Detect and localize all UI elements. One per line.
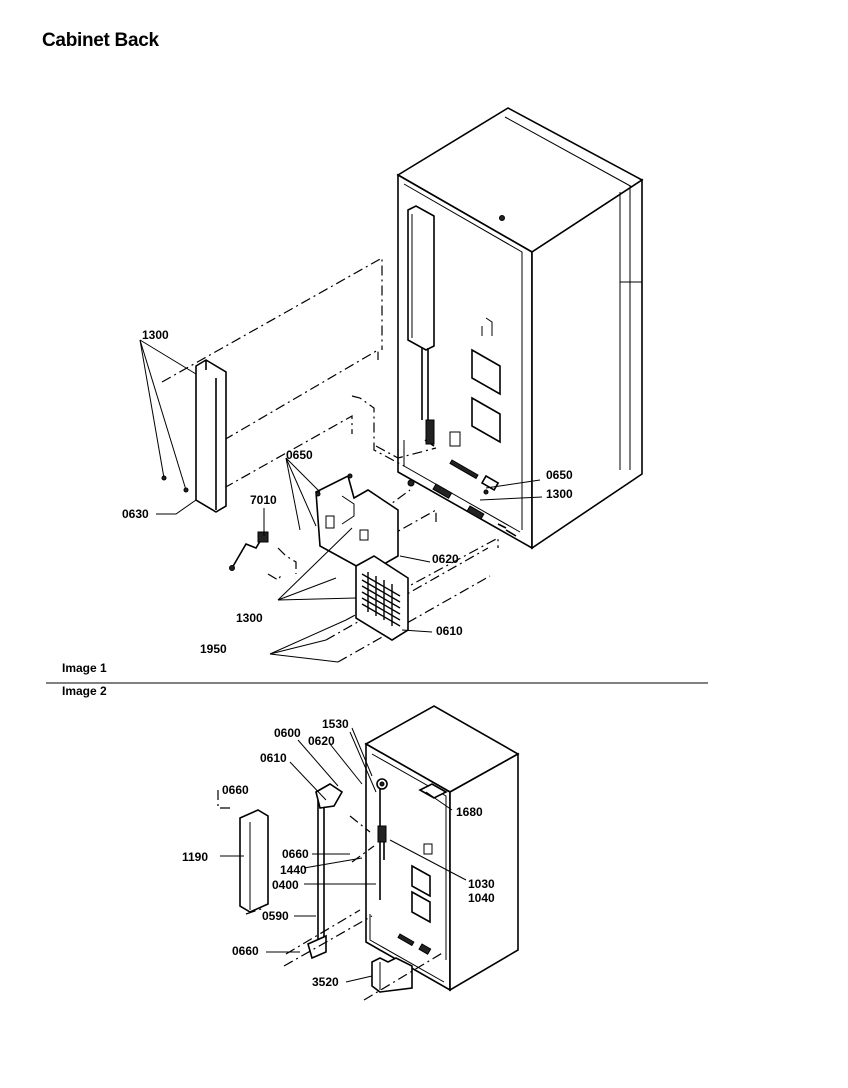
callout-0590: 0590 — [262, 909, 289, 923]
image1-cabinet — [396, 107, 644, 550]
callout-0660-c: 0660 — [232, 944, 259, 958]
part-3520-bracket — [371, 957, 413, 993]
callout-0650-b: 0650 — [546, 468, 573, 482]
page-title: Cabinet Back — [42, 30, 159, 51]
callout-1300-b: 1300 — [546, 487, 573, 501]
callout-0650-a: 0650 — [286, 448, 313, 462]
callout-1950: 1950 — [200, 642, 227, 656]
part-1190-panel — [239, 809, 269, 913]
callout-1440: 1440 — [280, 863, 307, 877]
callout-0620: 0620 — [432, 552, 459, 566]
callout-1040: 1040 — [468, 891, 495, 905]
callout-0610: 0610 — [260, 751, 287, 765]
callout-0660-b: 0660 — [282, 847, 309, 861]
image1-projection-lines — [161, 256, 499, 663]
callout-1300-a: 1300 — [142, 328, 169, 342]
callout-1030: 1030 — [468, 877, 495, 891]
callout-0610: 0610 — [436, 624, 463, 638]
image2-leaders — [220, 727, 467, 983]
callout-1680: 1680 — [456, 805, 483, 819]
part-0590-tube — [307, 783, 344, 960]
callout-0600: 0600 — [274, 726, 301, 740]
callout-0620: 0620 — [308, 734, 335, 748]
callout-0400: 0400 — [272, 878, 299, 892]
part-0630-panel — [195, 359, 227, 513]
callout-1530: 1530 — [322, 717, 349, 731]
callout-0660-a: 0660 — [222, 783, 249, 797]
image-1-label: Image 1 — [62, 661, 107, 675]
callout-1190: 1190 — [182, 850, 208, 864]
callout-3520: 3520 — [312, 975, 339, 989]
part-0620-bracket — [315, 473, 399, 573]
callout-0630: 0630 — [122, 507, 149, 521]
part-0610-grille — [355, 555, 409, 641]
image-2-label: Image 2 — [62, 684, 107, 698]
callout-1300-c: 1300 — [236, 611, 263, 625]
image2-cabinet — [364, 705, 520, 992]
part-7010-wire — [229, 531, 269, 571]
callout-7010: 7010 — [250, 493, 277, 507]
image1-leaders — [139, 339, 543, 663]
